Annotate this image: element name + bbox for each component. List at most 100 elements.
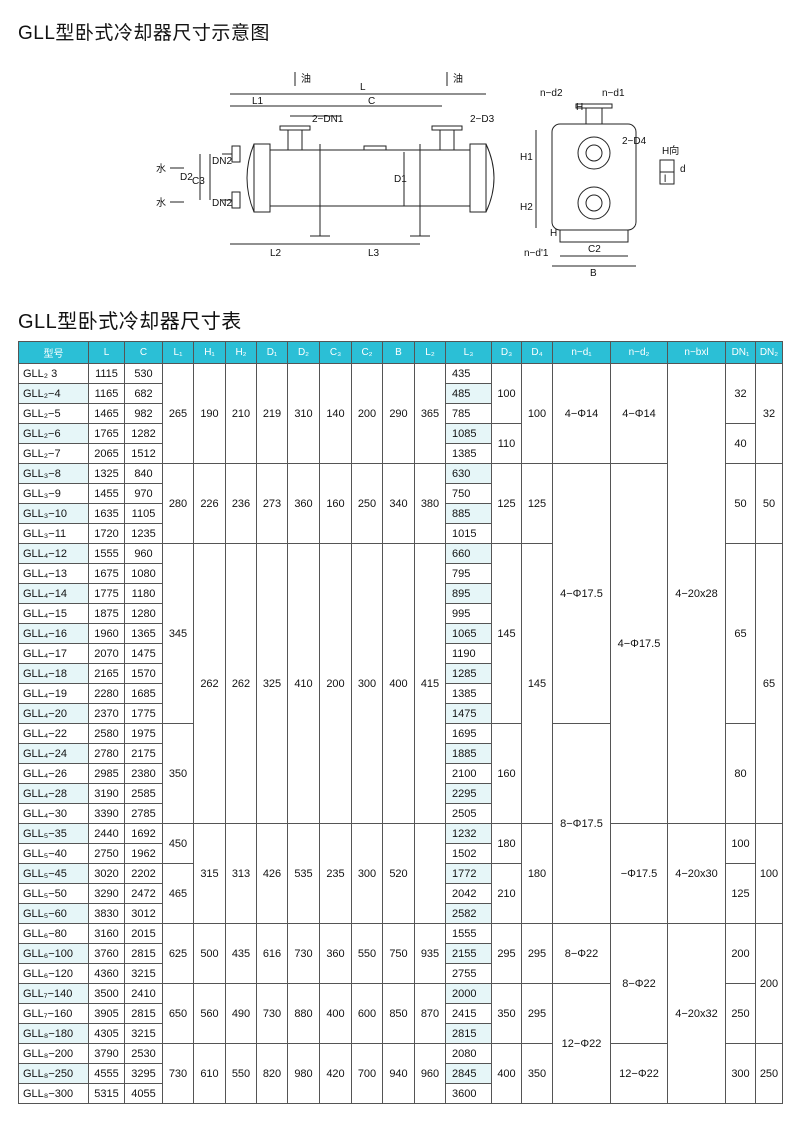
L2-cell: 365 [414, 363, 446, 464]
header-cell: D₄ [521, 341, 553, 364]
shell-body [269, 149, 471, 207]
DN2-cell: 200 [755, 923, 783, 1044]
H1-cell: 315 [193, 823, 226, 924]
L3-cell: 2845 [445, 1063, 492, 1084]
model-cell: GLL₄−16 [18, 623, 89, 644]
D1-cell: 730 [256, 983, 288, 1044]
H2-cell: 236 [225, 463, 257, 544]
H1-cell: 262 [193, 543, 226, 824]
dim-D1: D1 [394, 174, 407, 185]
dim-H2: H2 [520, 202, 533, 213]
dim-B: B [590, 268, 597, 279]
C-cell: 1180 [124, 583, 163, 604]
header-cell: B [382, 341, 415, 364]
C-cell: 840 [124, 463, 163, 484]
L3-cell: 785 [445, 403, 492, 424]
L3-cell: 2505 [445, 803, 492, 824]
L3-cell: 2100 [445, 763, 492, 784]
model-cell: GLL₂ 3 [18, 363, 89, 384]
D2-cell: 535 [287, 823, 320, 924]
D3-cell: 125 [491, 463, 522, 544]
D4-cell: 100 [521, 363, 553, 464]
DN2-cell: 100 [755, 823, 783, 924]
model-cell: GLL₄−13 [18, 563, 89, 584]
L1-cell: 265 [162, 363, 194, 464]
dim-nd1: n−d1 [602, 88, 625, 99]
L-cell: 1555 [88, 543, 125, 564]
L-cell: 1720 [88, 523, 125, 544]
model-cell: GLL₄−15 [18, 603, 89, 624]
DN1-cell: 300 [725, 1043, 756, 1104]
model-cell: GLL₆−120 [18, 963, 89, 984]
L-cell: 1775 [88, 583, 125, 604]
D2-cell: 310 [287, 363, 320, 464]
C-cell: 1280 [124, 603, 163, 624]
DN1-cell: 32 [725, 363, 756, 424]
L-cell: 1875 [88, 603, 125, 624]
B-cell: 340 [382, 463, 415, 544]
B-cell: 290 [382, 363, 415, 464]
D1-cell: 616 [256, 923, 288, 984]
L3-cell: 1085 [445, 423, 492, 444]
dim-L2: L2 [270, 248, 282, 259]
C-cell: 2175 [124, 743, 163, 764]
L-cell: 2780 [88, 743, 125, 764]
B-cell: 750 [382, 923, 415, 984]
L3-cell: 2080 [445, 1043, 492, 1064]
D1-cell: 219 [256, 363, 288, 464]
C-cell: 3215 [124, 963, 163, 984]
L3-cell: 2815 [445, 1023, 492, 1044]
oil-out-label: 油 [453, 72, 463, 85]
C3-cell: 360 [319, 923, 352, 984]
C-cell: 3295 [124, 1063, 163, 1084]
model-cell: GLL₆−100 [18, 943, 89, 964]
nd2-cell: 4−Φ14 [610, 363, 668, 464]
DN2-cell: 65 [755, 543, 783, 824]
C3-cell: 200 [319, 543, 352, 824]
D3-cell: 110 [491, 423, 522, 464]
model-cell: GLL₄−24 [18, 743, 89, 764]
nbxl-cell: 4−20x30 [667, 823, 726, 924]
D2-cell: 730 [287, 923, 320, 984]
diagram-title: GLL型卧式冷却器尺寸示意图 [18, 23, 270, 44]
dim-nd: n−d'1 [524, 248, 549, 259]
L3-cell: 2755 [445, 963, 492, 984]
D4-cell: 295 [521, 983, 553, 1044]
dim-Hdir: H向 [662, 144, 679, 157]
nd2-cell: 8−Φ22 [610, 923, 668, 1044]
model-cell: GLL₅−40 [18, 843, 89, 864]
model-cell: GLL₃−8 [18, 463, 89, 484]
C-cell: 982 [124, 403, 163, 424]
dim-C: C [368, 96, 375, 107]
C-cell: 1685 [124, 683, 163, 704]
H2-cell: 313 [225, 823, 257, 924]
L2-cell [414, 823, 446, 924]
L-cell: 2280 [88, 683, 125, 704]
L3-cell: 1385 [445, 683, 492, 704]
L-cell: 3830 [88, 903, 125, 924]
dim-L: L [360, 82, 366, 93]
L3-cell: 795 [445, 563, 492, 584]
D4-cell: 295 [521, 923, 553, 984]
model-cell: GLL₅−60 [18, 903, 89, 924]
L-cell: 2750 [88, 843, 125, 864]
L1-cell: 625 [162, 923, 194, 984]
model-cell: GLL₄−14 [18, 583, 89, 604]
D3-cell: 350 [491, 983, 522, 1044]
L3-cell: 895 [445, 583, 492, 604]
C-cell: 3012 [124, 903, 163, 924]
model-cell: GLL₅−45 [18, 863, 89, 884]
H2-cell: 210 [225, 363, 257, 464]
L-cell: 3790 [88, 1043, 125, 1064]
L3-cell: 750 [445, 483, 492, 504]
DN1-cell: 80 [725, 723, 756, 824]
C-cell: 682 [124, 383, 163, 404]
